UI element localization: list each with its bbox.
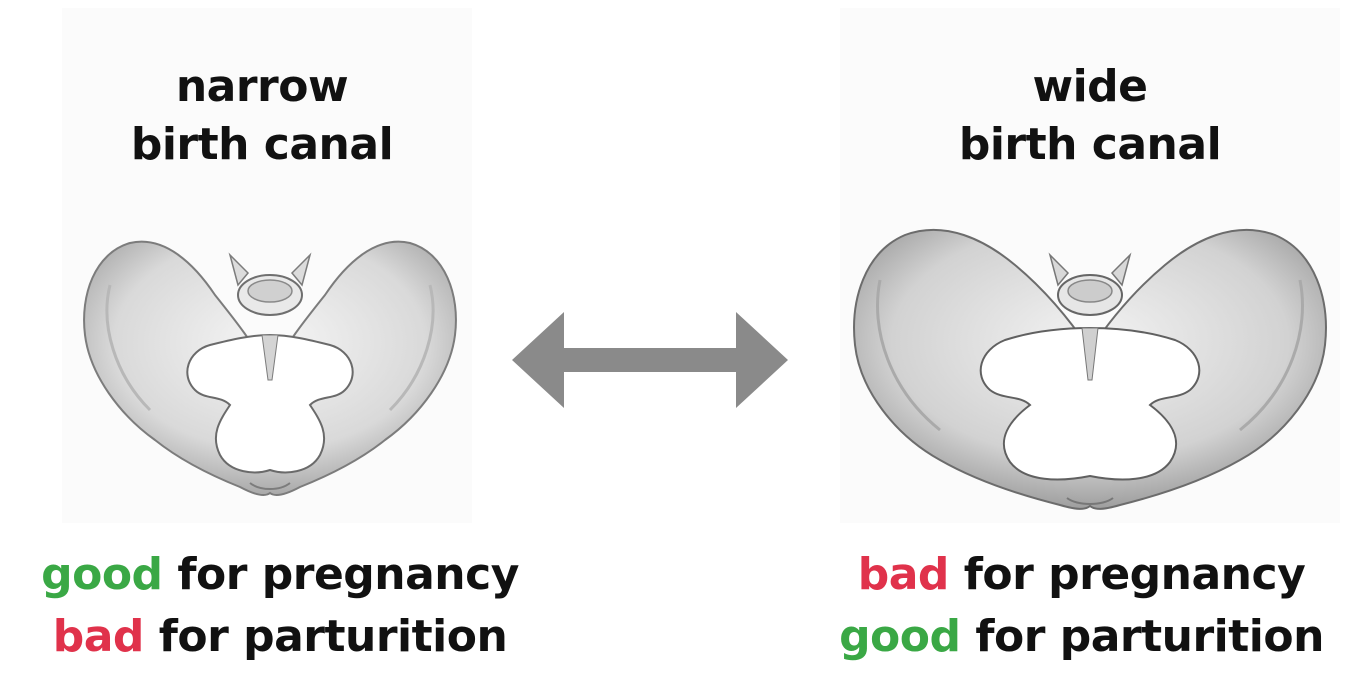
- right-caption-parturition-qualifier: good: [839, 611, 960, 662]
- narrow-pelvis-illustration: [70, 225, 470, 505]
- left-caption: good for pregnancy bad for parturition: [0, 548, 560, 672]
- left-caption-parturition-text: for parturition: [144, 611, 507, 662]
- right-title-line1: wide: [880, 58, 1300, 116]
- right-caption-pregnancy-qualifier: bad: [858, 549, 949, 600]
- left-caption-parturition-qualifier: bad: [53, 611, 144, 662]
- right-caption-pregnancy: bad for pregnancy: [800, 548, 1363, 610]
- right-caption-pregnancy-text: for pregnancy: [949, 549, 1305, 600]
- left-caption-pregnancy-text: for pregnancy: [163, 549, 519, 600]
- right-caption-parturition-text: for parturition: [961, 611, 1324, 662]
- double-headed-arrow-icon: [512, 312, 788, 408]
- right-title-line2: birth canal: [880, 116, 1300, 174]
- right-caption: bad for pregnancy good for parturition: [800, 548, 1363, 672]
- left-caption-parturition: bad for parturition: [0, 610, 560, 672]
- left-caption-pregnancy-qualifier: good: [41, 549, 162, 600]
- right-caption-parturition: good for parturition: [800, 610, 1363, 672]
- right-title: wide birth canal: [880, 58, 1300, 174]
- left-title-line1: narrow: [62, 58, 462, 116]
- left-title-line2: birth canal: [62, 116, 462, 174]
- wide-pelvis-illustration: [845, 210, 1335, 520]
- arrow-shape: [512, 312, 788, 408]
- left-title: narrow birth canal: [62, 58, 462, 174]
- left-caption-pregnancy: good for pregnancy: [0, 548, 560, 610]
